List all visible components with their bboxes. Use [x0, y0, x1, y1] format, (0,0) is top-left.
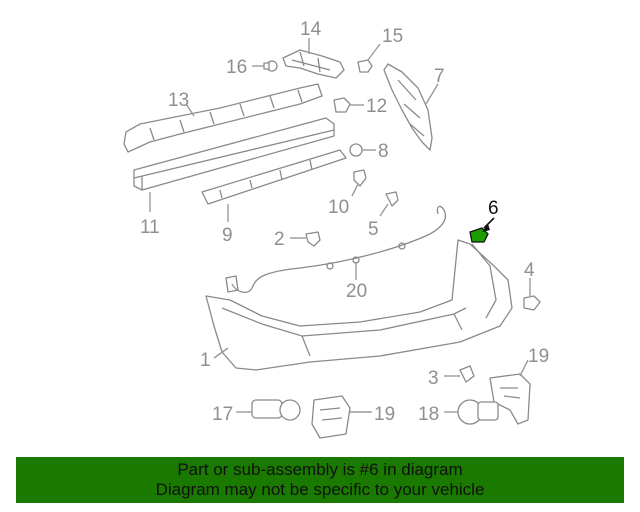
part-5-clip[interactable]: [385, 191, 399, 207]
part-19-bracket-center[interactable]: [311, 395, 351, 439]
callout-8: 8: [378, 141, 389, 162]
part-9-retainer[interactable]: [201, 149, 347, 205]
callout-7: 7: [434, 66, 445, 87]
callout-1: 1: [200, 350, 211, 371]
part-17-sensor[interactable]: [251, 399, 301, 421]
callout-16: 16: [226, 57, 247, 78]
part-20-wire-harness[interactable]: [225, 205, 447, 294]
callout-17: 17: [212, 404, 233, 425]
callout-11: 11: [140, 217, 160, 238]
banner-line-1: Part or sub-assembly is #6 in diagram: [177, 460, 463, 479]
callout-12: 12: [366, 96, 387, 117]
callout-13: 13: [168, 90, 189, 111]
callout-20: 20: [346, 281, 367, 302]
callout-19a: 19: [528, 346, 549, 367]
part-16-bolt[interactable]: [263, 60, 278, 72]
callout-18: 18: [418, 404, 439, 425]
part-2-clip[interactable]: [305, 231, 321, 247]
parts-diagram: 14 15 16 7 13 12 8 11: [123, 19, 549, 439]
callout-3: 3: [428, 368, 439, 389]
part-18-sensor[interactable]: [457, 399, 499, 425]
part-14-bracket[interactable]: [282, 49, 345, 79]
callout-9: 9: [222, 225, 233, 246]
info-banner: Part or sub-assembly is #6 in diagram Di…: [16, 457, 624, 503]
part-3-clip[interactable]: [459, 365, 475, 383]
banner-line-2: Diagram may not be specific to your vehi…: [155, 480, 485, 499]
callout-10: 10: [328, 197, 349, 218]
part-13-absorber[interactable]: [123, 83, 323, 153]
callout-6: 6: [488, 198, 499, 219]
part-11-reinforcement[interactable]: [133, 117, 335, 191]
callout-5: 5: [368, 219, 379, 240]
part-4-clip[interactable]: [523, 295, 541, 311]
part-12-nut[interactable]: [333, 97, 351, 113]
callout-15: 15: [382, 26, 403, 47]
callout-14: 14: [300, 19, 322, 40]
callout-19b: 19: [374, 404, 395, 425]
part-8-grommet[interactable]: [349, 143, 363, 157]
part-15-clip[interactable]: [357, 59, 373, 73]
part-1-bumper-cover[interactable]: [205, 239, 513, 371]
callout-4: 4: [524, 260, 535, 281]
part-7-side-bracket[interactable]: [383, 63, 433, 151]
part-10-clip[interactable]: [353, 169, 367, 187]
callout-2: 2: [274, 229, 285, 250]
